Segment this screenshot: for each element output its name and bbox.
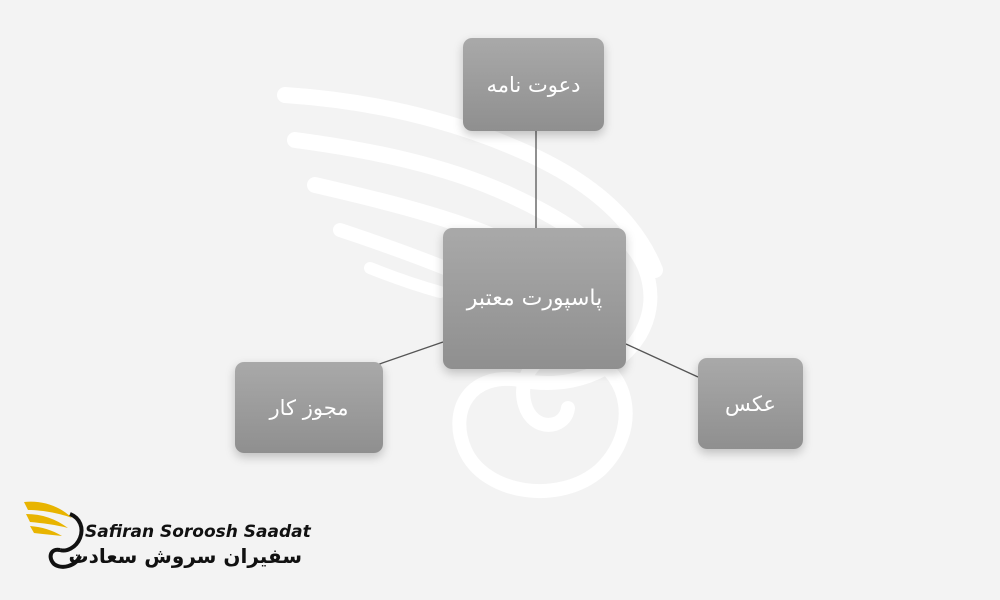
node-valid-passport-label: پاسپورت معتبر [466,286,603,311]
node-work-permit-label: مجوز کار [269,395,349,420]
node-invitation-letter: دعوت نامه [463,38,604,131]
node-photo: عکس [698,358,803,449]
golden-wing-bird-icon [24,501,84,569]
node-valid-passport: پاسپورت معتبر [443,228,626,369]
connector-right [625,343,699,378]
logo-persian-text: سفیران سروش سعادت [68,544,303,568]
node-invitation-letter-label: دعوت نامه [486,72,581,97]
connector-left [367,341,444,369]
node-photo-label: عکس [725,391,776,416]
logo-latin-text: Safiran Soroosh Saadat [85,522,311,542]
node-work-permit: مجوز کار [235,362,383,453]
company-logo: Safiran Soroosh Saadat سفیران سروش سعادت [22,492,312,582]
connector-lines [367,131,699,378]
